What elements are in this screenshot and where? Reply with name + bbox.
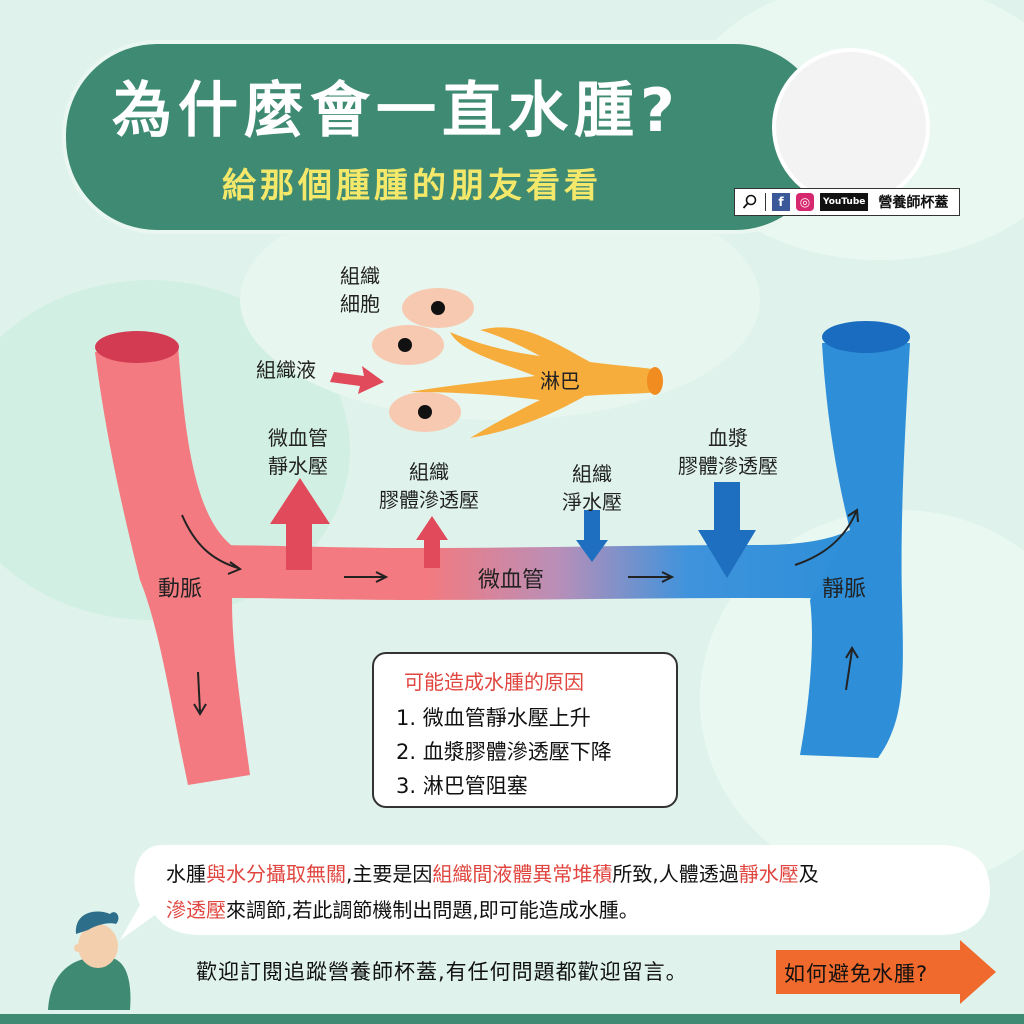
- youtube-label: YouTube: [823, 197, 866, 207]
- label-line: 淨水壓: [562, 490, 622, 514]
- lymph-vessel: [410, 327, 660, 438]
- plasma-colloid-arrow: [698, 482, 756, 578]
- highlight-text: 靜水壓: [738, 862, 799, 886]
- label-line: 組織: [409, 460, 449, 484]
- text-segment: 所致,人體透過: [612, 862, 739, 886]
- vein-vessel: [800, 343, 910, 758]
- cause-item: 2. 血漿膠體滲透壓下降: [396, 740, 612, 764]
- text-segment: ,主要是因: [346, 862, 433, 886]
- label-line: 組織: [340, 264, 380, 288]
- label-line: 膠體滲透壓: [379, 488, 479, 512]
- tissue-net-arrow: [576, 510, 608, 562]
- facebook-icon[interactable]: f: [772, 193, 790, 211]
- text-segment: 水腫: [166, 862, 206, 886]
- page-subtitle: 給那個腫腫的朋友看看: [222, 166, 602, 206]
- label-plasma-colloid: 血漿 膠體滲透壓: [660, 424, 796, 480]
- label-line: 膠體滲透壓: [678, 454, 778, 478]
- label-tissue-fluid: 組織液: [256, 358, 316, 382]
- avatar: [772, 48, 930, 206]
- cause-item: 1. 微血管靜水壓上升: [396, 706, 591, 730]
- artery-vessel: [95, 345, 250, 785]
- causes-box: 可能造成水腫的原因 1. 微血管靜水壓上升 2. 血漿膠體滲透壓下降 3. 淋巴…: [372, 652, 678, 808]
- flow-arrows: [181, 508, 859, 716]
- vein-opening: [822, 321, 910, 353]
- search-icon[interactable]: [741, 193, 759, 211]
- label-line: 細胞: [340, 292, 380, 316]
- label-tissue-net: 組織 淨水壓: [550, 460, 634, 516]
- page-title: 為什麼會一直水腫?: [112, 76, 681, 146]
- explanation-text: 水腫與水分攝取無關,主要是因組織間液體異常堆積所致,人體透過靜水壓及滲透壓來調節…: [166, 856, 966, 928]
- label-capillary: 微血管: [478, 568, 545, 593]
- divider: [765, 193, 766, 211]
- social-bar: f ◎ YouTube 營養師杯蓋: [734, 188, 960, 216]
- cause-item: 3. 淋巴管阻塞: [396, 774, 528, 798]
- youtube-icon[interactable]: YouTube: [820, 193, 869, 211]
- title-banner: [62, 40, 830, 234]
- label-line: 靜水壓: [268, 454, 328, 478]
- character-illustration: [48, 911, 131, 1010]
- footer-text: 歡迎訂閱追蹤營養師杯蓋,有任何問題都歡迎留言。: [196, 960, 688, 984]
- label-lymph: 淋巴: [540, 369, 580, 393]
- causes-title: 可能造成水腫的原因: [404, 670, 584, 694]
- channel-handle: 營養師杯蓋: [878, 195, 949, 211]
- capillary-hydrostatic-arrow: [270, 478, 330, 570]
- label-tissue-cells: 組織 細胞: [340, 262, 380, 318]
- speech-bubble: [120, 845, 990, 940]
- artery-opening: [95, 331, 179, 363]
- lymph-opening: [647, 367, 663, 395]
- text-segment: 來調節,若此調節機制出問題,即可能造成水腫。: [226, 898, 639, 922]
- cta-arrow-shape: [776, 940, 996, 1004]
- highlight-text: 組織間液體異常堆積: [432, 862, 613, 886]
- cta-label[interactable]: 如何避免水腫?: [784, 962, 929, 986]
- tissue-cell: [389, 392, 461, 432]
- tissue-cell: [402, 288, 474, 328]
- label-line: 微血管: [268, 426, 328, 450]
- label-tissue-colloid: 組織 膠體滲透壓: [354, 458, 504, 514]
- highlight-text: 滲透壓: [166, 898, 226, 922]
- tissue-colloid-arrow: [416, 516, 448, 568]
- label-artery: 動脈: [158, 577, 203, 602]
- capillary-tube: [200, 530, 850, 600]
- text-segment: 及: [798, 862, 819, 886]
- bottom-strip: [0, 1014, 1024, 1024]
- label-vein: 靜脈: [822, 577, 867, 602]
- label-capillary-hydrostatic: 微血管 靜水壓: [258, 424, 338, 480]
- tissue-fluid-arrow: [330, 366, 384, 394]
- label-line: 組織: [572, 462, 612, 486]
- tissue-cell: [372, 325, 444, 365]
- instagram-icon[interactable]: ◎: [796, 193, 814, 211]
- label-line: 血漿: [708, 426, 748, 450]
- highlight-text: 與水分攝取無關: [206, 862, 346, 886]
